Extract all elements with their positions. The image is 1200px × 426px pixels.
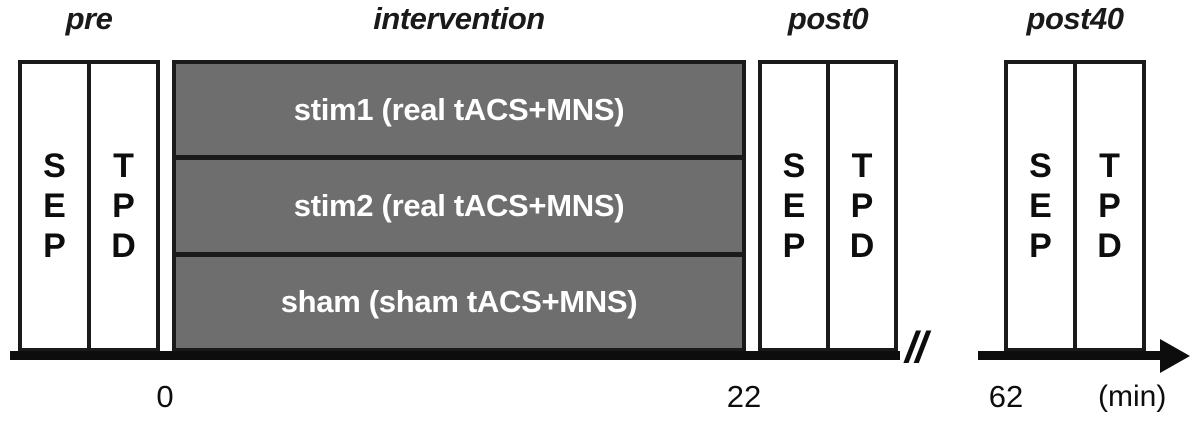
measurement-group-post0: S E P T P D: [758, 60, 898, 352]
axis-tick-62: 62: [988, 379, 1024, 414]
measurement-box-post0-sep[interactable]: S E P: [762, 64, 826, 348]
intervention-row-label: sham (sham tACS+MNS): [280, 284, 638, 320]
measurement-box-post0-tpd[interactable]: T P D: [826, 64, 894, 348]
phase-label-post0: post0: [787, 1, 869, 36]
measurement-group-pre: S E P T P D: [18, 60, 160, 352]
measurement-box-label: T P D: [1097, 147, 1122, 265]
measurement-box-label: T P D: [111, 147, 136, 265]
measurement-box-label: S E P: [1029, 147, 1052, 265]
timeline-axis-left-segment: [10, 351, 900, 360]
phase-label-intervention: intervention: [373, 1, 545, 36]
phase-label-post40: post40: [1026, 1, 1124, 36]
intervention-row-stim1[interactable]: stim1 (real tACS+MNS): [176, 64, 742, 156]
timeline-arrow-icon: [1160, 339, 1190, 373]
measurement-box-post40-sep[interactable]: S E P: [1008, 64, 1073, 348]
axis-break-icon: //: [905, 323, 927, 372]
measurement-box-pre-tpd[interactable]: T P D: [87, 64, 156, 348]
measurement-box-label: T P D: [849, 147, 875, 265]
axis-unit-label: (min): [1098, 380, 1167, 413]
intervention-row-stim2[interactable]: stim2 (real tACS+MNS): [176, 155, 742, 252]
phase-label-pre: pre: [65, 1, 113, 36]
intervention-row-label: stim1 (real tACS+MNS): [293, 91, 625, 127]
axis-tick-0: 0: [156, 379, 174, 414]
measurement-box-post40-tpd[interactable]: T P D: [1073, 64, 1142, 348]
intervention-block: stim1 (real tACS+MNS) stim2 (real tACS+M…: [172, 60, 746, 352]
intervention-row-sham[interactable]: sham (sham tACS+MNS): [176, 251, 742, 348]
measurement-box-label: S E P: [782, 147, 806, 265]
intervention-row-label: stim2 (real tACS+MNS): [293, 187, 625, 223]
measurement-box-label: S E P: [43, 147, 66, 265]
measurement-box-pre-sep[interactable]: S E P: [22, 64, 87, 348]
timeline-axis-right-segment: [978, 351, 1163, 360]
measurement-group-post40: S E P T P D: [1004, 60, 1146, 352]
axis-tick-22: 22: [726, 379, 762, 414]
